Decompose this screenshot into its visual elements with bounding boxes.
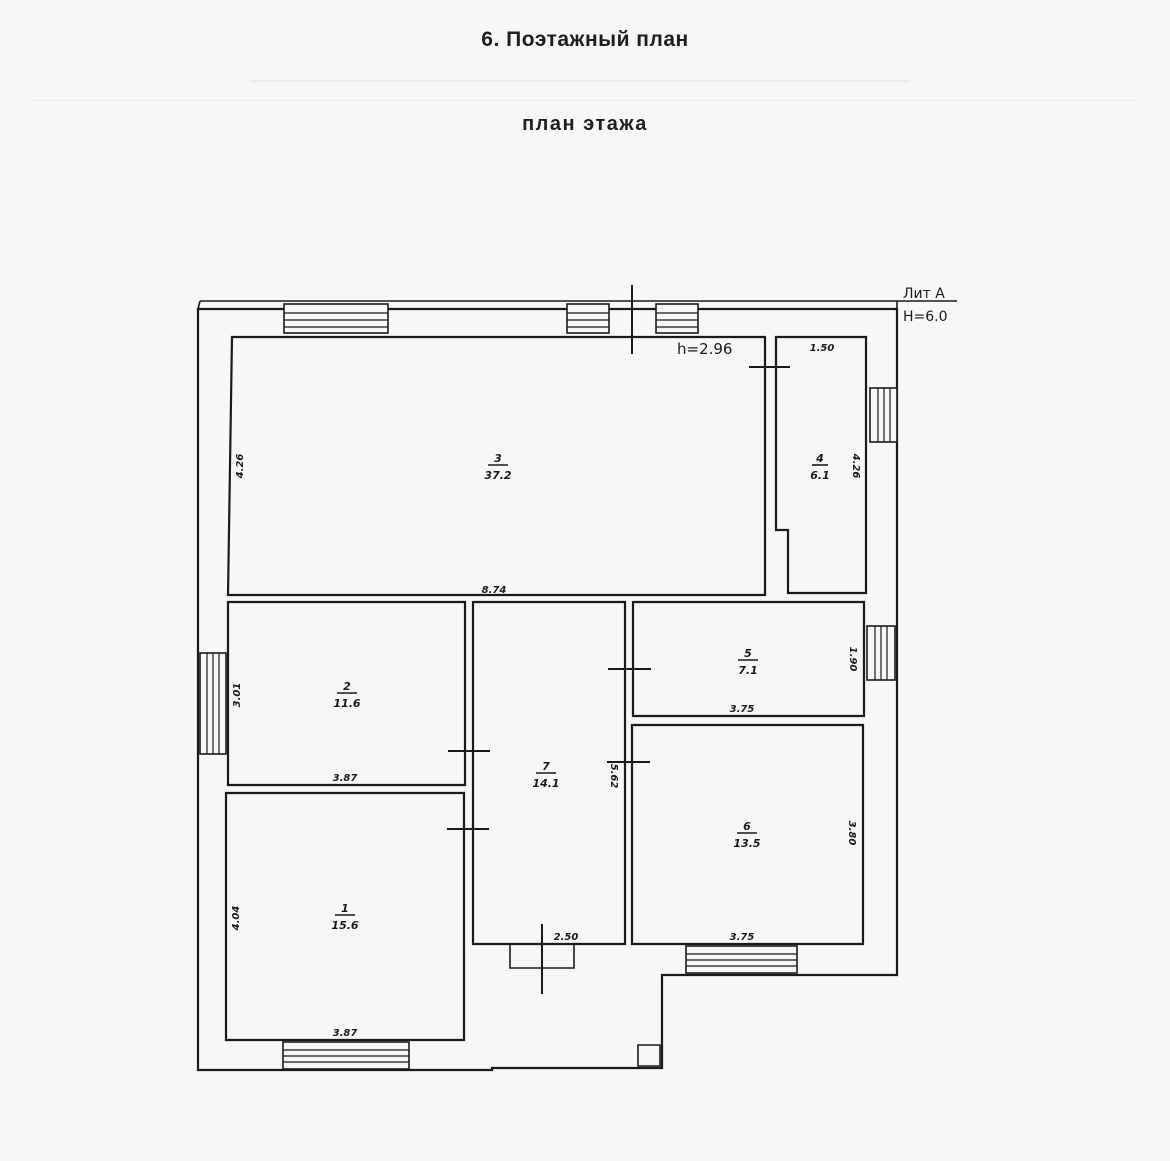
dim-room3-width: 8.74 [482, 585, 507, 596]
doors [447, 285, 790, 994]
dim-room7-height: 5.62 [608, 764, 619, 789]
building-height-label: Н=6.0 [903, 309, 948, 325]
dim-room1-height: 4.04 [231, 906, 242, 932]
page-subtitle: план этажа [522, 113, 648, 135]
room-2-number: 2 [343, 680, 351, 693]
room-5-area: 7.1 [738, 664, 758, 677]
room-6-number: 6 [743, 820, 751, 833]
room-3-area: 37.2 [484, 469, 511, 482]
porch-step [637, 1044, 661, 1067]
room-4-area: 6.1 [810, 469, 830, 482]
room-labels: 3 37.2 4 6.1 2 11.6 7 14.1 5 7.1 6 13.5 … [331, 452, 829, 932]
dim-room3-height: 4.26 [235, 454, 246, 480]
dim-room6-width: 3.75 [730, 932, 755, 943]
room-1-number: 1 [341, 902, 349, 915]
room-3-number: 3 [494, 452, 502, 465]
room-height-label: h=2.96 [677, 340, 732, 358]
dim-room5-height: 1.90 [847, 647, 858, 672]
room-2-area: 11.6 [333, 697, 360, 710]
dim-room1-width: 3.87 [333, 1028, 358, 1039]
room-3-outline [226, 335, 767, 597]
dim-room2-width: 3.87 [333, 773, 358, 784]
room-1-outline [224, 791, 466, 1042]
windows [199, 303, 898, 1070]
room-4-number: 4 [815, 452, 824, 465]
room-7-number: 7 [542, 760, 550, 773]
room-2-outline [226, 600, 467, 787]
outer-walls [196, 300, 957, 1072]
dim-room4-height: 4.26 [850, 453, 861, 479]
scan-artifact [250, 80, 910, 82]
room-6-outline [630, 723, 865, 946]
room-7-area: 14.1 [532, 777, 559, 790]
page-title: 6. Поэтажный план [481, 28, 689, 51]
dimension-labels: 8.74 4.26 1.50 4.26 3.01 3.87 4.04 3.87 … [231, 343, 861, 1039]
room-4-outline [774, 335, 868, 595]
dim-room2-height: 3.01 [232, 683, 243, 708]
dim-room6-height: 3.80 [846, 821, 857, 846]
dim-room5-width: 3.75 [730, 704, 755, 715]
room-1-area: 15.6 [331, 919, 358, 932]
room-5-number: 5 [744, 647, 752, 660]
dim-room4-width: 1.50 [810, 343, 835, 354]
dim-room7-width: 2.50 [554, 932, 579, 943]
lit-label: Лит А [903, 286, 945, 302]
room-5-outline [631, 600, 866, 718]
scan-artifact [30, 100, 1140, 101]
room-outlines [224, 335, 868, 1067]
room-6-area: 13.5 [733, 837, 760, 850]
